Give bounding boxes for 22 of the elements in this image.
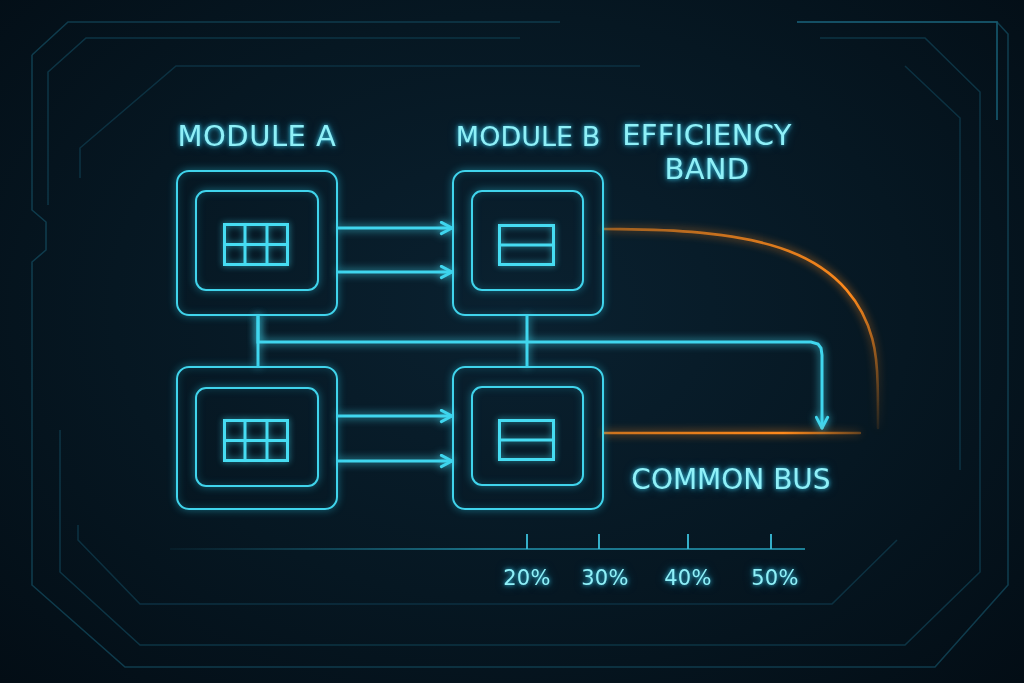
arrow — [336, 453, 454, 469]
bus-line — [602, 431, 862, 435]
arrow — [336, 408, 454, 424]
tick-label: 20% — [503, 565, 551, 591]
tick-label: 40% — [664, 565, 712, 591]
connector-line — [525, 314, 529, 368]
tick-label: 30% — [581, 565, 629, 591]
inner-panel — [470, 385, 584, 486]
module-box — [452, 366, 604, 510]
curve-line — [602, 227, 880, 430]
inner-panel — [470, 189, 584, 291]
tick-label: 50% — [751, 565, 799, 591]
inner-panel — [194, 189, 319, 291]
module-title: MODULE A — [177, 119, 337, 153]
module-box — [176, 366, 338, 510]
bus-label: COMMON BUS — [631, 463, 831, 497]
band-title: EFFICIENCY BAND — [621, 118, 793, 186]
inner-panel — [194, 386, 319, 487]
bus-arrow — [256, 314, 830, 430]
module-title: MODULE B — [455, 120, 601, 154]
arrow — [336, 264, 454, 280]
arrow — [336, 220, 454, 236]
